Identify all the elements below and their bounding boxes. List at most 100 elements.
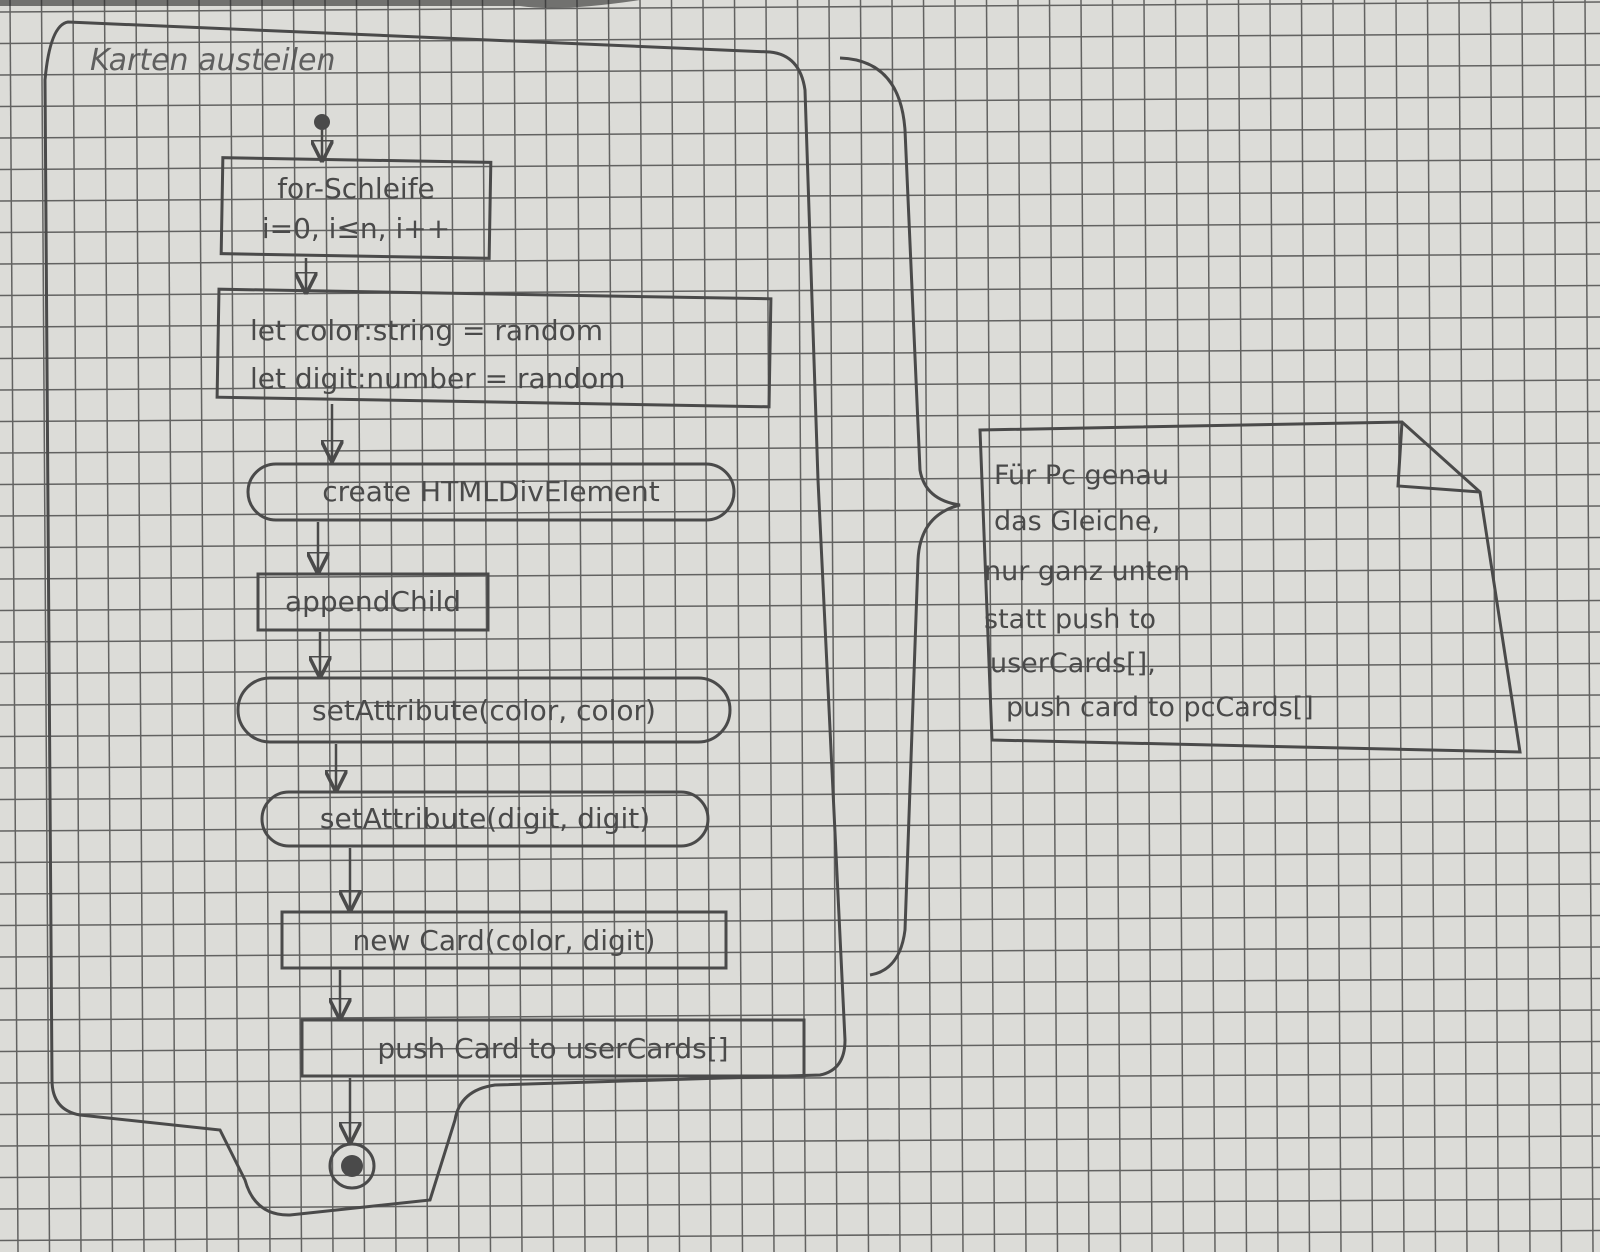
- grid-line-vertical: [292, 0, 303, 1252]
- node-push-card: push Card to userCards[]: [300, 1018, 806, 1078]
- note-line-2: das Gleiche,: [994, 506, 1160, 537]
- node-create-div-box: [246, 462, 736, 522]
- grid-line-vertical: [1017, 0, 1027, 1252]
- grid-line-horizontal: [0, 473, 1600, 486]
- grid-line-horizontal: [0, 599, 1600, 612]
- end-node-outer: [328, 1142, 376, 1190]
- grid-line-vertical: [765, 0, 775, 1252]
- grid-line-vertical: [576, 0, 586, 1252]
- node-create-div-label: create HTMLDivElement: [322, 475, 660, 508]
- note: Für Pc genau das Gleiche, nur ganz unten…: [978, 420, 1522, 754]
- grid-line-vertical: [355, 0, 366, 1252]
- node-for-loop-line-1: for-Schleife: [277, 172, 435, 205]
- grid-line-horizontal: [0, 505, 1600, 517]
- grid-line-vertical: [1552, 0, 1563, 1252]
- node-push-card-box: [300, 1018, 806, 1078]
- grid-line-horizontal: [0, 631, 1600, 643]
- node-variables-box: [215, 287, 773, 409]
- grid-line-vertical: [261, 0, 271, 1252]
- grid-line-horizontal: [0, 32, 1600, 45]
- end-node: [328, 1142, 376, 1190]
- node-append-child-box: [256, 572, 490, 632]
- note-brace: [839, 56, 961, 977]
- end-node-inner: [341, 1155, 363, 1177]
- grid-line-vertical: [135, 0, 145, 1252]
- grid-line-horizontal: [0, 284, 1600, 297]
- grid-line-horizontal: [0, 757, 1600, 769]
- grid-line-horizontal: [0, 442, 1600, 454]
- grid-line-horizontal: [0, 1040, 1600, 1053]
- node-new-card-box: [280, 910, 728, 970]
- grid-line-vertical: [733, 0, 744, 1252]
- node-new-card: new Card(color, digit): [280, 910, 728, 970]
- node-set-digit: setAttribute(digit, digit): [260, 790, 710, 848]
- grid-line-vertical: [702, 0, 712, 1252]
- node-variables-line-1: let color:string = random: [250, 314, 603, 347]
- grid-line-vertical: [103, 0, 114, 1252]
- grid-line-horizontal: [0, 379, 1600, 391]
- grid-line-horizontal: [0, 536, 1600, 549]
- grid-line-vertical: [891, 0, 901, 1252]
- grid-line-vertical: [1174, 0, 1185, 1252]
- grid-line-horizontal: [0, 190, 1600, 202]
- node-set-digit-label: setAttribute(digit, digit): [320, 802, 650, 835]
- node-set-color-box: [236, 676, 732, 744]
- node-for-loop: for-Schleife i=0, i≤n, i++: [219, 156, 493, 260]
- grid-line-horizontal: [0, 253, 1600, 265]
- note-line-6: push card to pcCards[]: [1006, 692, 1314, 723]
- grid-line-vertical: [198, 0, 208, 1252]
- note-corner-fold: [1396, 421, 1481, 494]
- grid-line-vertical: [670, 0, 681, 1252]
- grid-line-vertical: [607, 0, 618, 1252]
- frame-title: Karten austeilen: [90, 43, 335, 78]
- node-set-color: setAttribute(color, color): [236, 676, 732, 744]
- node-create-div: create HTMLDivElement: [246, 462, 736, 522]
- grid-line-vertical: [324, 0, 334, 1252]
- grid-line-horizontal: [0, 1, 1600, 13]
- grid-line-vertical: [544, 0, 555, 1252]
- node-for-loop-line-2: i=0, i≤n, i++: [262, 212, 450, 245]
- grid-line-vertical: [450, 0, 460, 1252]
- paper-edge-shadow: [0, 0, 640, 8]
- grid-line-horizontal: [0, 694, 1600, 706]
- node-variables: let color:string = random let digit:numb…: [215, 287, 773, 409]
- grid-line-horizontal: [0, 127, 1600, 139]
- grid-line-vertical: [954, 0, 964, 1252]
- grid-line-vertical: [828, 0, 838, 1252]
- grid-line-vertical: [166, 0, 177, 1252]
- activity-frame: [43, 20, 847, 1217]
- note-line-1: Für Pc genau: [994, 460, 1169, 491]
- grid-line-vertical: [859, 0, 870, 1252]
- grid-line-horizontal: [0, 662, 1600, 675]
- grid-line-vertical: [1521, 0, 1531, 1252]
- grid-line-vertical: [985, 0, 996, 1252]
- grid-line-horizontal: [0, 410, 1600, 423]
- grid-line-vertical: [387, 0, 397, 1252]
- grid-line-vertical: [513, 0, 523, 1252]
- grid-line-horizontal: [0, 221, 1600, 234]
- grid-line-vertical: [72, 0, 82, 1252]
- grid-line-vertical: [418, 0, 429, 1252]
- grid-line-vertical: [639, 0, 649, 1252]
- grid-line-vertical: [1426, 0, 1437, 1252]
- grid-line-vertical: [1080, 0, 1090, 1252]
- grid-line-horizontal: [0, 820, 1600, 832]
- grid-line-horizontal: [0, 1135, 1600, 1147]
- note-line-3: nur ganz unten: [984, 556, 1190, 587]
- grid-line-horizontal: [0, 914, 1600, 927]
- grid-line-horizontal: [0, 883, 1600, 895]
- grid-line-vertical: [922, 0, 933, 1252]
- grid-line-vertical: [1584, 0, 1594, 1252]
- node-variables-line-2: let digit:number = random: [250, 362, 626, 395]
- node-set-digit-box: [260, 790, 710, 848]
- grid-line-horizontal: [0, 851, 1600, 864]
- grid-line-vertical: [1111, 0, 1122, 1252]
- grid-line-horizontal: [0, 725, 1600, 738]
- node-for-loop-box: [219, 156, 493, 260]
- grid-line-horizontal: [0, 1229, 1600, 1242]
- grid-line-vertical: [1458, 0, 1468, 1252]
- grid-line-vertical: [9, 0, 19, 1252]
